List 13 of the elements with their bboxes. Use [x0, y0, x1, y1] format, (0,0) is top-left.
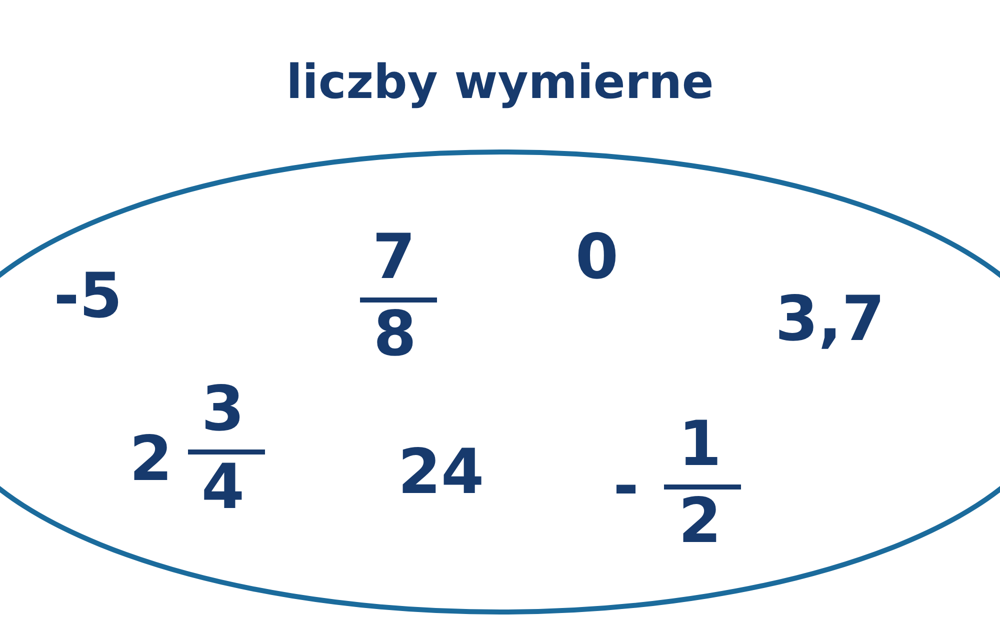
denominator: 8 — [373, 302, 417, 365]
minus-sign: - — [613, 454, 639, 517]
numerator: 3 — [201, 378, 245, 440]
number: 3,7 — [775, 288, 885, 350]
denominator: 4 — [201, 456, 245, 518]
numerator: 7 — [372, 226, 416, 288]
number: 0 — [575, 226, 619, 288]
number: 24 — [398, 440, 484, 503]
whole-part: 2 — [129, 428, 173, 490]
title: liczby wymierne — [286, 59, 714, 106]
number: -5 — [54, 264, 122, 327]
denominator: 2 — [678, 490, 722, 552]
numerator: 1 — [678, 412, 722, 475]
